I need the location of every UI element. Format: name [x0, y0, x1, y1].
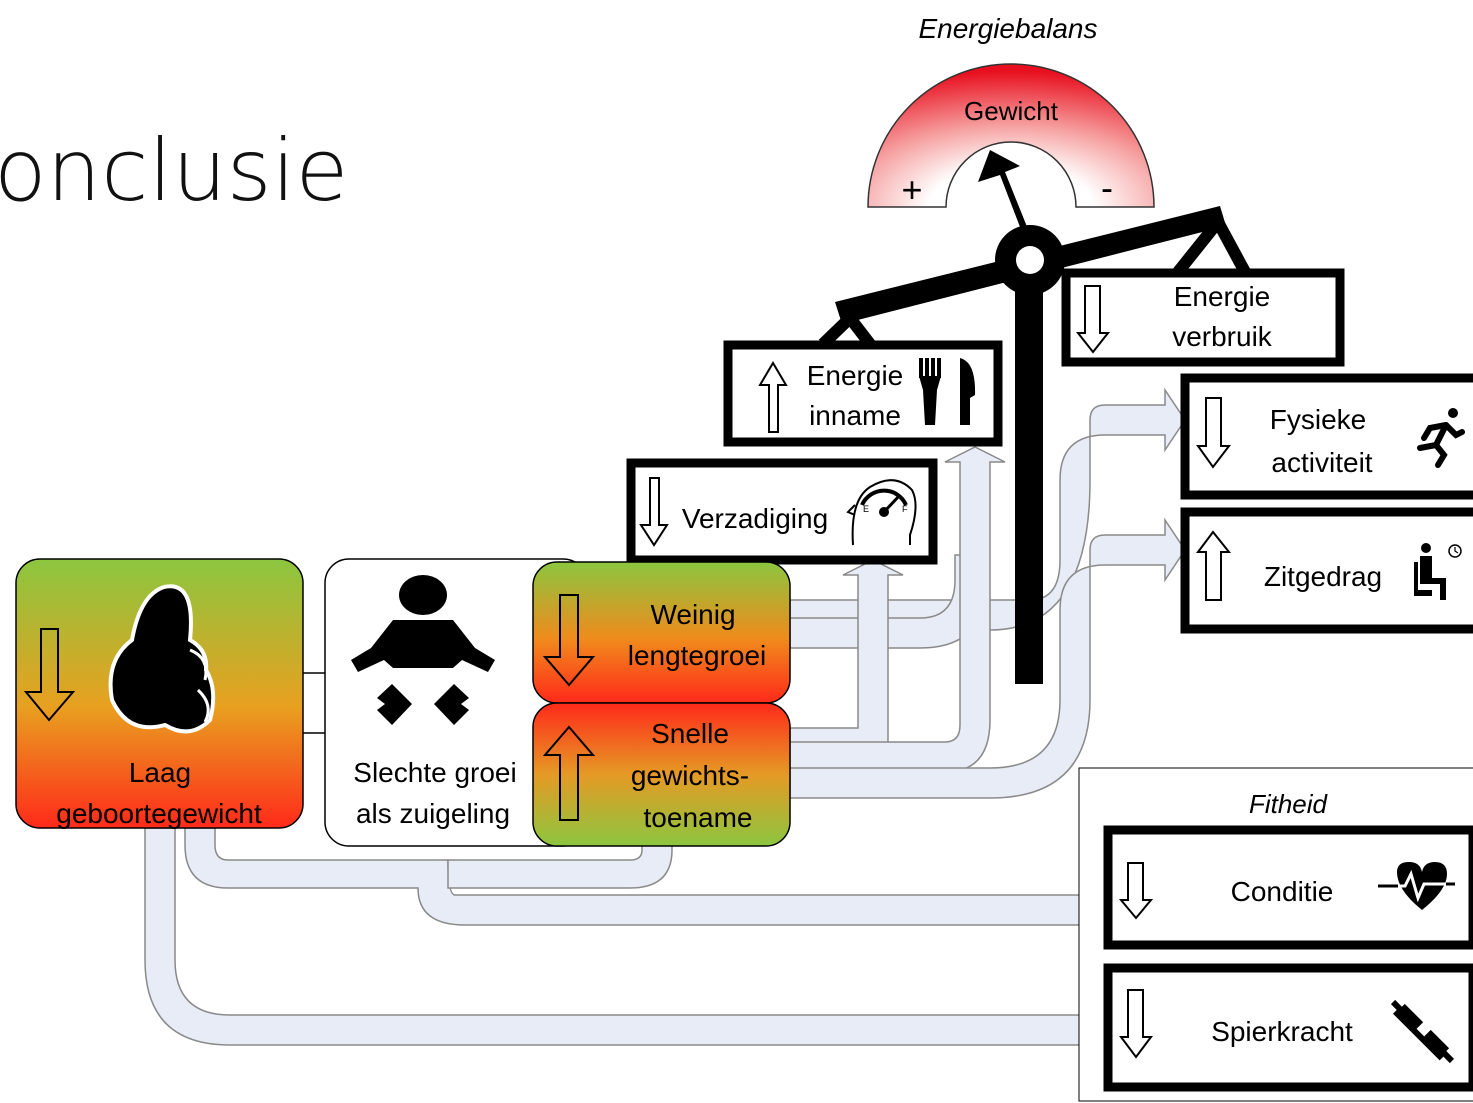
weight-gauge — [867, 63, 1155, 208]
arrow-snelle-to-zitgedrag — [789, 517, 1186, 799]
left-pan-hanger — [818, 313, 875, 349]
up-arrow-icon — [542, 725, 596, 821]
snelle-line2: gewichts- — [631, 760, 749, 791]
down-arrow-icon — [639, 477, 669, 547]
baby-icon — [351, 575, 495, 725]
up-arrow-icon — [758, 361, 788, 433]
box-energie-verbruik: Energie verbruik — [1061, 268, 1345, 367]
spierkracht-label: Spierkracht — [1211, 1016, 1353, 1047]
conditie-label: Conditie — [1231, 876, 1334, 907]
scale-heading: Energiebalans — [918, 13, 1097, 44]
box-verzadiging: Verzadiging E F — [626, 458, 938, 565]
fitheid-heading: Fitheid — [1249, 789, 1329, 819]
laag-line1: Laag — [129, 757, 191, 788]
arrow-weinig-to-fysieke — [789, 387, 1186, 631]
slechte-groei-line1: Slechte groei — [353, 757, 516, 788]
box-fysieke-activiteit: Fysieke activiteit — [1180, 373, 1473, 500]
fysieke-activiteit-line1: Fysieke — [1270, 404, 1366, 435]
box-zitgedrag: Zitgedrag — [1180, 507, 1473, 634]
weinig-line2: lengtegroei — [628, 640, 767, 671]
fork-knife-icon — [919, 358, 976, 425]
fitheid-group: Fitheid Conditie Spierkracht — [1078, 767, 1473, 1102]
arrow-snelle-to-conditie — [447, 839, 673, 889]
energie-verbruik-line1: Energie — [1174, 281, 1271, 312]
gauge-e: E — [863, 504, 869, 514]
box-conditie: Conditie — [1103, 825, 1473, 950]
dumbbell-icon — [1390, 999, 1455, 1064]
laag-line2: geboortegewicht — [56, 798, 262, 829]
arrow-snelle-to-verzadiging — [789, 559, 904, 759]
fysieke-activiteit-line2: activiteit — [1271, 447, 1372, 478]
down-arrow-icon — [1118, 862, 1154, 920]
satiety-head-gauge-icon: E F — [846, 479, 917, 546]
energie-inname-line1: Energie — [807, 360, 904, 391]
snelle-line1: Snelle — [651, 718, 729, 749]
down-arrow-icon — [542, 594, 596, 687]
box-spierkracht: Spierkracht — [1103, 963, 1473, 1092]
slechte-groei-line2: als zuigeling — [356, 798, 510, 829]
scale-post — [1015, 270, 1043, 684]
gauge-minus: - — [1101, 167, 1113, 208]
sitting-person-clock-icon — [1414, 543, 1462, 600]
gauge-plus: + — [901, 169, 922, 210]
box-energie-inname: Energie inname — [723, 340, 1003, 447]
gauge-f: F — [902, 504, 908, 514]
box-snelle-gewichtstoename: Snelle gewichts- toename — [532, 702, 791, 847]
box-laag-geboortegewicht: Laag geboortegewicht — [15, 558, 304, 829]
box-weinig-lengtegroei: Weinig lengtegroei — [532, 561, 791, 704]
verzadiging-label: Verzadiging — [682, 503, 828, 534]
energie-verbruik-line2: verbruik — [1172, 321, 1273, 352]
scale-pivot-center — [1016, 246, 1044, 274]
energie-inname-line2: inname — [809, 400, 901, 431]
down-arrow-icon — [1075, 285, 1111, 354]
weinig-line1: Weinig — [650, 599, 735, 630]
zitgedrag-label: Zitgedrag — [1264, 561, 1382, 592]
balance-scale: Energiebalans Gewicht + - — [818, 13, 1251, 684]
box-slechte-groei: Slechte groei als zuigeling — [303, 558, 588, 847]
up-arrow-icon — [1196, 530, 1232, 601]
heart-pulse-icon — [1378, 862, 1455, 910]
snelle-line3: toename — [644, 802, 753, 833]
right-pan-hanger — [1173, 218, 1251, 276]
down-arrow-icon — [1196, 397, 1232, 469]
down-arrow-icon — [23, 628, 76, 722]
slide-title: onclusie — [0, 121, 348, 221]
flow-arrows — [144, 387, 1186, 1063]
fetus-icon — [108, 584, 216, 734]
down-arrow-icon — [1119, 989, 1153, 1059]
gauge-label: Gewicht — [964, 96, 1059, 126]
running-person-icon — [1417, 408, 1465, 468]
